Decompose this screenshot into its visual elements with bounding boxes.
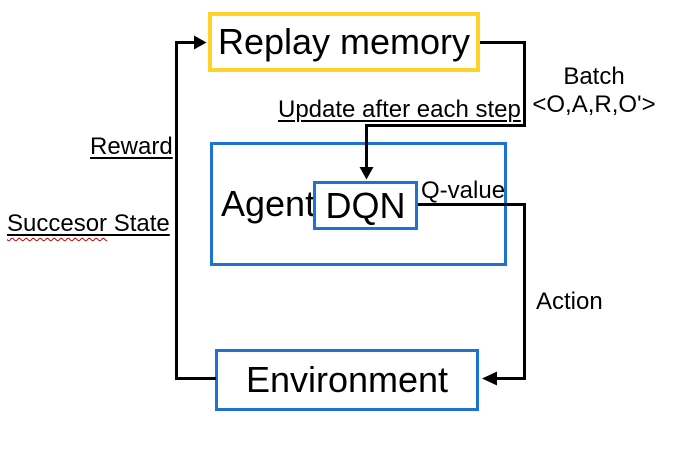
edge-label-batch-line1: Batch	[563, 63, 625, 90]
edge-label-batch: Batch <O,A,R,O'>	[530, 63, 658, 119]
edge-label-batch-line2: <O,A,R,O'>	[532, 91, 656, 118]
arrowhead-into-environment	[482, 371, 497, 386]
edge-label-action: Action	[536, 288, 603, 315]
edge-label-q-value: Q-value	[421, 177, 506, 204]
node-replay-memory: Replay memory	[208, 12, 480, 72]
node-agent-label: Agent	[221, 183, 316, 224]
edge-label-update-after-each-step: Update after each step	[278, 96, 521, 123]
node-environment: Environment	[215, 349, 479, 411]
node-environment-label: Environment	[245, 359, 449, 400]
edge-label-successor-word: Succesor	[7, 210, 108, 237]
edge-label-successor-state: Succesor State	[7, 210, 170, 238]
node-replay-memory-label: Replay memory	[217, 21, 471, 62]
node-dqn: DQN	[313, 181, 418, 230]
edge-label-reward: Reward	[90, 133, 173, 160]
arrowhead-into-replay-memory	[194, 35, 207, 50]
node-dqn-label: DQN	[325, 184, 406, 226]
edge-label-state-word: State	[107, 210, 170, 237]
